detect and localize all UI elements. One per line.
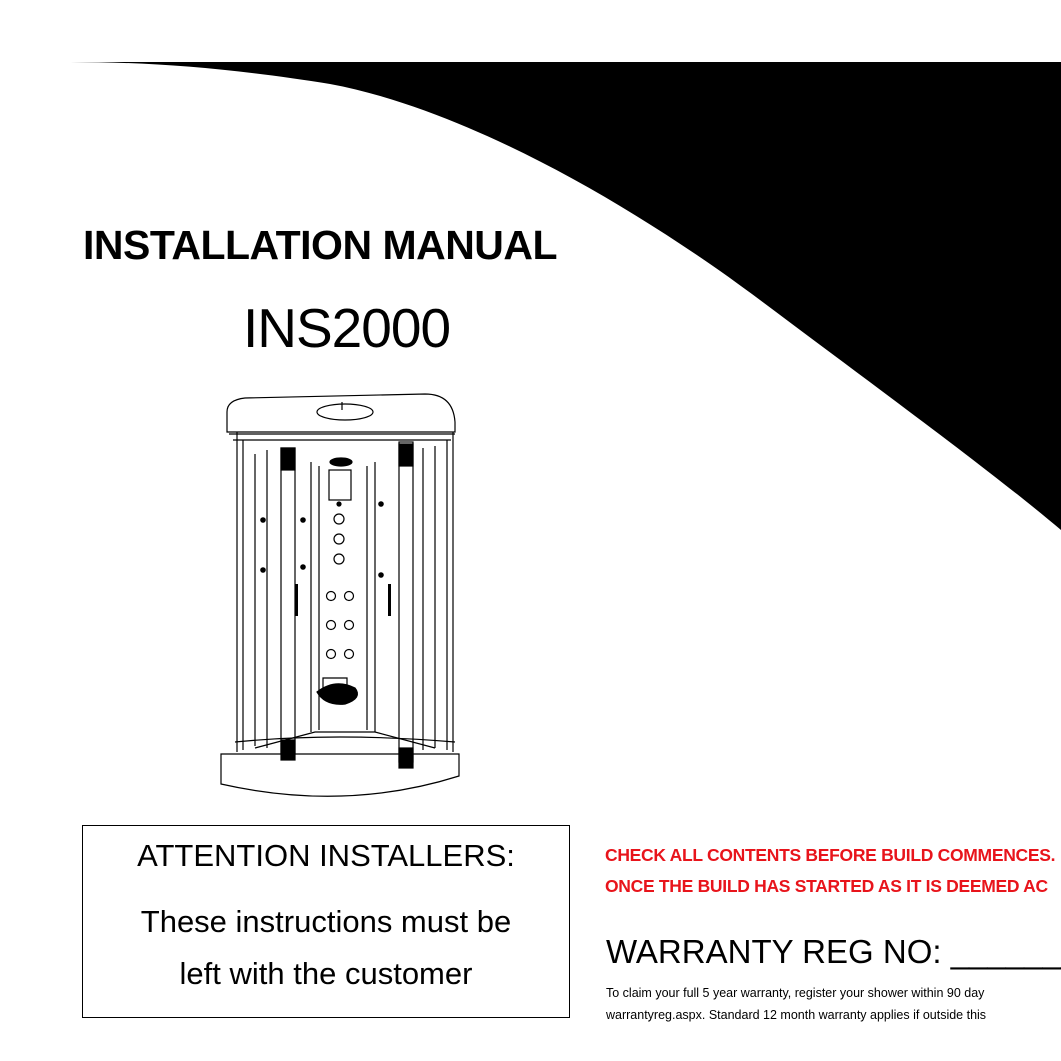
warning-line-2: ONCE THE BUILD HAS STARTED AS IT IS DEEM… [605, 876, 1048, 896]
warranty-fine-print-1: To claim your full 5 year warranty, regi… [606, 986, 985, 1000]
attention-body: These instructions must be left with the… [83, 896, 569, 1000]
warranty-reg-label: WARRANTY REG NO: ________ [606, 933, 1061, 970]
attention-line-2: left with the customer [179, 956, 473, 991]
shower-cabin-illustration [220, 393, 460, 797]
warning-line-1: CHECK ALL CONTENTS BEFORE BUILD COMMENCE… [605, 845, 1056, 865]
manual-title: INSTALLATION MANUAL [83, 222, 558, 268]
attention-line-1: These instructions must be [140, 904, 512, 939]
attention-installers-box: ATTENTION INSTALLERS: These instructions… [82, 825, 570, 1018]
model-number: INS2000 [243, 297, 451, 359]
warranty-fine-print-2: warrantyreg.aspx. Standard 12 month warr… [606, 1008, 987, 1022]
attention-heading: ATTENTION INSTALLERS: [137, 838, 515, 873]
